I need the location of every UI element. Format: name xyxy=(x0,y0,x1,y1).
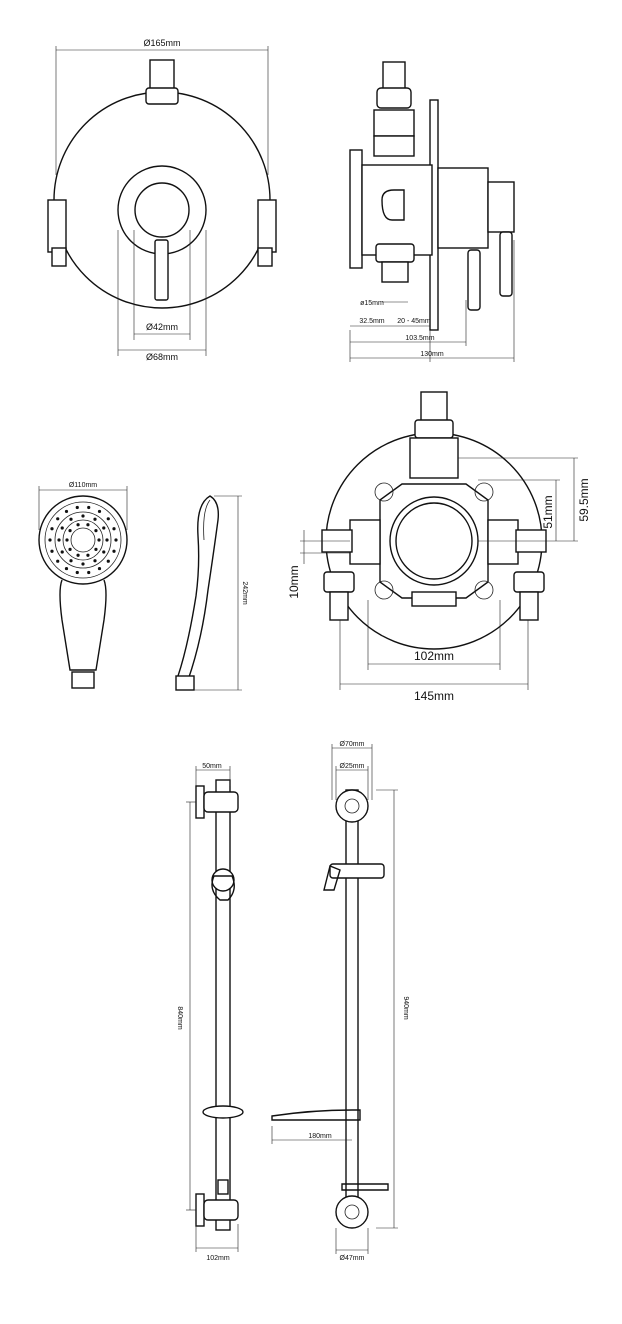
spray-dot xyxy=(50,527,54,531)
spray-dot xyxy=(94,528,98,533)
side-dim-a-label: 32.5mm xyxy=(359,318,384,325)
spray-dot xyxy=(93,559,97,563)
rail-base-label: 102mm xyxy=(206,1255,230,1262)
spray-dot xyxy=(65,538,69,542)
spray-dot xyxy=(69,559,73,563)
rail-bracket-label: 50mm xyxy=(202,763,222,770)
spray-dot xyxy=(64,566,69,571)
spray-dot xyxy=(81,514,85,518)
spray-dot xyxy=(69,517,73,521)
rail-total-label: 940mm xyxy=(402,996,409,1020)
head-diameter-label: Ø110mm xyxy=(69,482,97,489)
soap-dish-label: 180mm xyxy=(308,1133,332,1140)
spray-dot xyxy=(105,538,109,542)
side-dim-c-label: 103.5mm xyxy=(405,335,434,342)
spray-dot xyxy=(97,509,102,514)
spray-dot xyxy=(97,538,101,542)
rail-length-label: 840mm xyxy=(176,1006,183,1030)
spray-dot xyxy=(75,505,79,510)
spray-dot xyxy=(102,550,106,554)
body-inner-width-label: 102mm xyxy=(414,649,454,663)
rail-side-outer-label: Ø70mm xyxy=(340,741,365,748)
spray-dot xyxy=(112,527,116,531)
body-outer-width-label: 145mm xyxy=(414,689,454,703)
spray-dot xyxy=(106,517,110,521)
spray-dot xyxy=(76,553,80,557)
spray-dot xyxy=(60,526,64,530)
spray-dot xyxy=(112,549,116,553)
valve-front-diameter-label: Ø165mm xyxy=(143,38,180,48)
spray-dot xyxy=(106,559,110,563)
valve-handle-diameter-label: Ø42mm xyxy=(146,322,178,332)
side-pipe-diameter-label: ø15mm xyxy=(360,300,384,307)
body-height-a-label: 51mm xyxy=(541,495,555,528)
spray-dot xyxy=(102,526,106,530)
spray-dot xyxy=(50,549,54,553)
valve-body-rear-view xyxy=(300,391,578,690)
rail-side-inner-label: Ø25mm xyxy=(340,763,365,770)
spray-dot xyxy=(75,570,79,575)
spray-dot xyxy=(68,528,72,533)
spray-dot xyxy=(114,538,118,542)
side-dim-b-label: 20 - 45mm xyxy=(397,318,431,325)
side-dim-d-label: 130mm xyxy=(420,351,444,358)
spray-dot xyxy=(93,517,97,521)
spray-dot xyxy=(56,559,60,563)
spray-dot xyxy=(68,547,72,552)
rail-bottom-label: Ø47mm xyxy=(340,1255,365,1262)
handset-spray-dots xyxy=(48,505,118,575)
spray-dot xyxy=(60,550,64,554)
handset-length-label: 242mm xyxy=(241,581,248,605)
spray-dot xyxy=(86,553,90,557)
rail-front-view xyxy=(186,766,244,1252)
spray-dot xyxy=(94,547,98,552)
spray-dot xyxy=(48,538,52,542)
spray-dot xyxy=(86,523,90,527)
spray-dot xyxy=(64,509,69,514)
spray-dot xyxy=(81,562,85,566)
valve-side-view xyxy=(349,61,515,362)
valve-front-view xyxy=(47,46,277,356)
body-height-b-label: 59.5mm xyxy=(577,478,591,521)
handset-side-view xyxy=(175,495,242,691)
spray-dot xyxy=(87,505,91,510)
spray-dot xyxy=(87,570,91,575)
body-offset-label: 10mm xyxy=(287,565,301,598)
spray-dot xyxy=(56,517,60,521)
handset-front-view xyxy=(38,486,128,689)
rail-side-view xyxy=(271,744,398,1254)
valve-hub-diameter-label: Ø68mm xyxy=(146,352,178,362)
spray-dot xyxy=(76,523,80,527)
spray-dot xyxy=(57,538,61,542)
spray-dot xyxy=(97,566,102,571)
